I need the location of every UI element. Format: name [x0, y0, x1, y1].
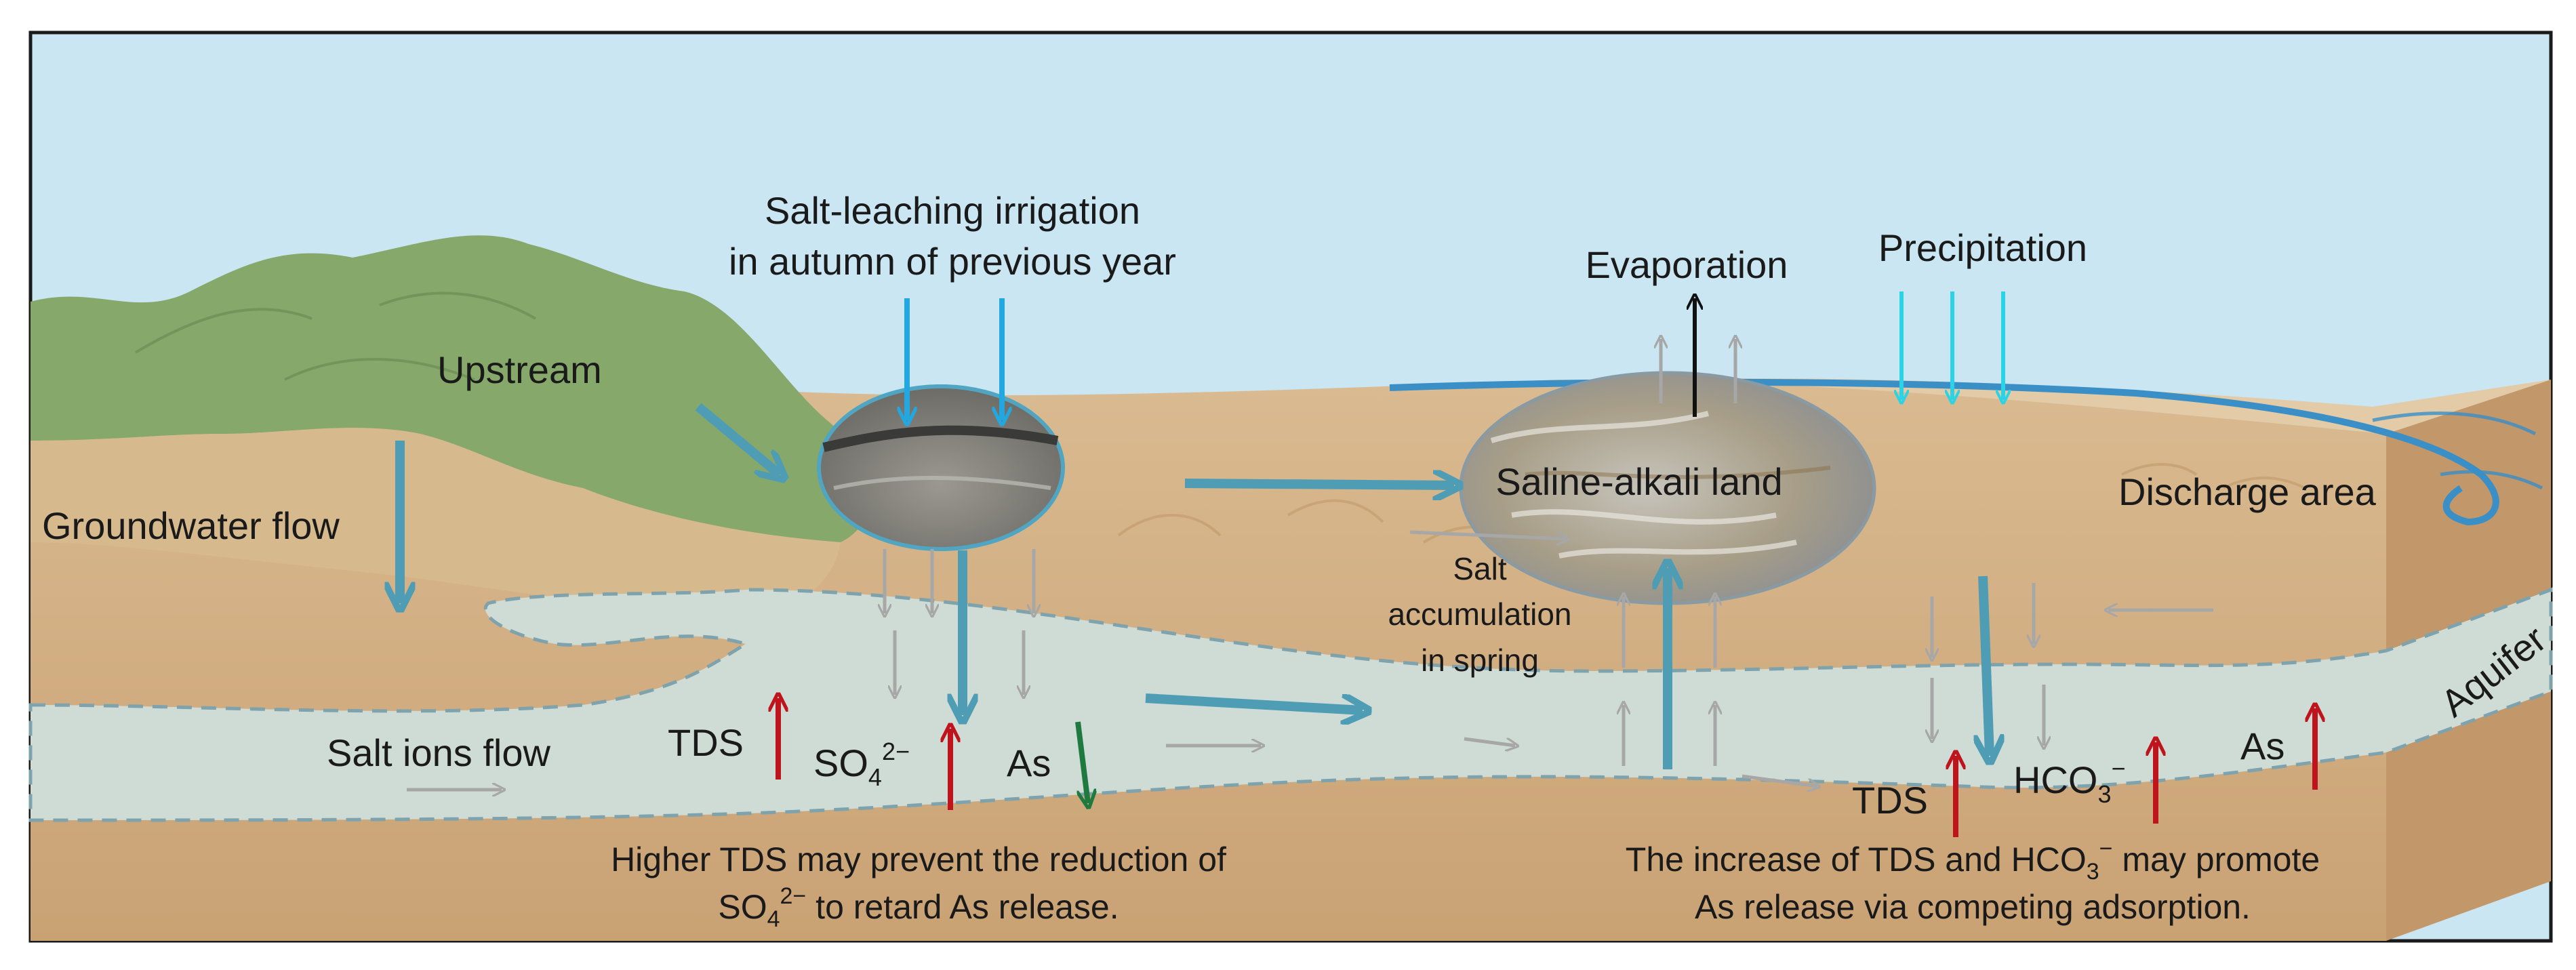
- as-down-arrow-left: [1075, 721, 1088, 803]
- salt-accumulation-line2: accumulation: [1388, 597, 1571, 632]
- precipitation-label: Precipitation: [1878, 226, 2087, 269]
- as-right-label: As: [2240, 725, 2285, 767]
- salt-accumulation-line3: in spring: [1421, 643, 1539, 678]
- aquifer-flow-arrow: [1145, 693, 1363, 710]
- caption-left-line2: SO42− to retard As release.: [718, 883, 1119, 932]
- saline-alkali-label: Saline-alkali land: [1495, 460, 1782, 503]
- grey-arrows: [407, 339, 2213, 790]
- irrigation-label-line1: Salt-leaching irrigation: [765, 189, 1140, 232]
- irrigation-label-line2: in autumn of previous year: [729, 240, 1176, 283]
- discharge-infiltration-arrow: [1983, 575, 1990, 756]
- as-left-label: As: [1007, 742, 1051, 784]
- salt-ions-flow-label: Salt ions flow: [327, 731, 550, 774]
- caption-right-line2: As release via competing adsorption.: [1695, 888, 2251, 926]
- ground-surface: [1390, 378, 2551, 434]
- evaporation-label: Evaporation: [1586, 243, 1788, 286]
- caption-left-line1: Higher TDS may prevent the reduction of: [611, 841, 1226, 878]
- upstream-arrow: [695, 403, 780, 474]
- upper-soil: [31, 428, 841, 617]
- hco3-label: HCO3−: [2013, 754, 2126, 808]
- hill-contours: [134, 291, 536, 381]
- hills: [31, 235, 870, 542]
- discharge-area-label: Discharge area: [2118, 470, 2377, 513]
- so4-label: SO42−: [813, 737, 910, 791]
- tds-right-label: TDS: [1852, 779, 1928, 822]
- indicator-arrows: [778, 698, 2315, 837]
- tds-left-label: TDS: [668, 721, 744, 764]
- irrigation-field-photo: [817, 384, 1065, 551]
- caption-right-line1: The increase of TDS and HCO3− may promot…: [1626, 836, 2320, 885]
- salt-accumulation-line1: Salt: [1453, 551, 1506, 586]
- river-branches: [2372, 411, 2543, 490]
- groundwater-flow-label: Groundwater flow: [42, 504, 340, 547]
- upstream-label: Upstream: [437, 348, 602, 391]
- surface-flow-arrow: [1184, 483, 1454, 485]
